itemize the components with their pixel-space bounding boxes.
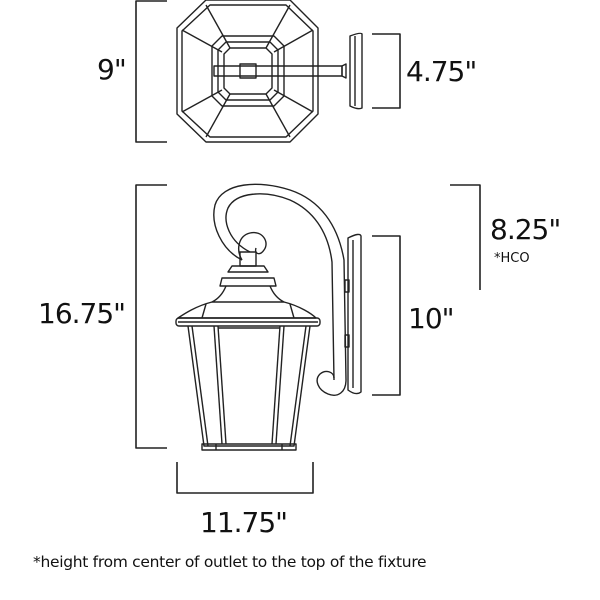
dimension-bracket-4-75in <box>372 33 401 109</box>
dimension-bracket-9in <box>135 0 167 143</box>
overall-height-label: 16.75" <box>38 297 126 330</box>
backplate-width-label: 4.75" <box>406 55 477 88</box>
dimension-bracket-8-25in <box>450 184 481 290</box>
side-view-drawing <box>135 183 481 494</box>
backplate-height-label: 10" <box>408 302 455 335</box>
hco-note: *HCO <box>494 251 530 266</box>
dimension-bracket-10in <box>372 235 401 396</box>
top-view-drawing <box>135 0 401 143</box>
dimension-bracket-16-75in <box>135 184 167 449</box>
top-width-label: 9" <box>97 53 127 86</box>
hco-height-label: 8.25" <box>490 213 561 246</box>
dimension-bracket-11-75in <box>176 462 314 494</box>
footnote: *height from center of outlet to the top… <box>33 553 427 571</box>
overall-width-label: 11.75" <box>200 506 288 539</box>
